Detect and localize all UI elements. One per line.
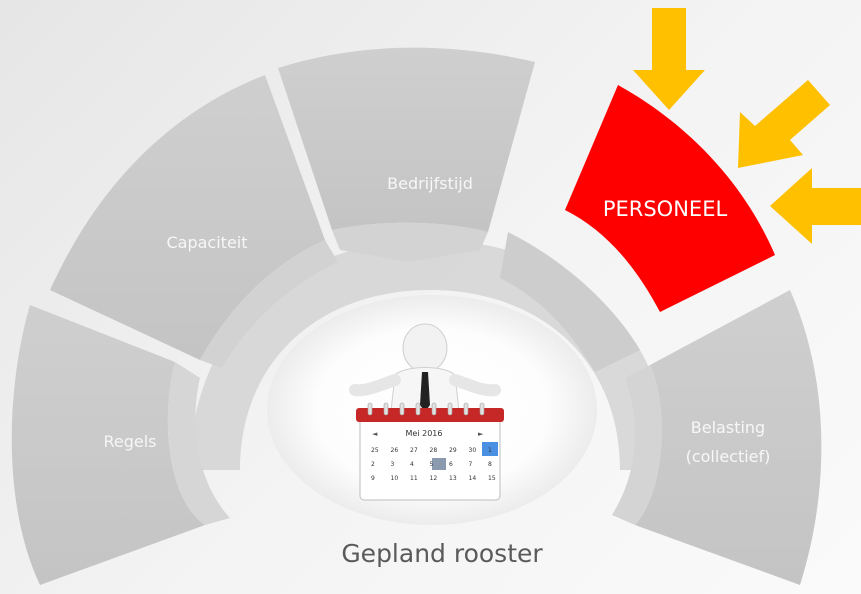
calendar-day: 1 <box>488 447 492 454</box>
calendar-day: 27 <box>410 447 418 454</box>
calendar-day: 13 <box>449 475 457 482</box>
calendar-day: 8 <box>488 461 492 468</box>
svg-text:►: ► <box>478 430 484 438</box>
svg-text:◄: ◄ <box>372 430 378 438</box>
calendar-day: 14 <box>469 475 477 482</box>
segment-label-personeel: PERSONEEL <box>603 197 728 221</box>
calendar-day: 29 <box>449 447 457 454</box>
calendar-day: 2 <box>371 461 375 468</box>
center-title: Gepland rooster <box>341 539 543 568</box>
calendar-day: 3 <box>391 461 395 468</box>
segment-label-belasting-1: Belasting <box>691 418 765 437</box>
calendar-day: 9 <box>371 475 375 482</box>
arrow-icon-top <box>633 8 705 110</box>
segment-label-capaciteit: Capaciteit <box>166 233 247 252</box>
segment-bedrijfstijd[interactable]: Bedrijfstijd <box>278 47 535 262</box>
segment-label-regels: Regels <box>103 432 156 451</box>
segment-personeel[interactable]: PERSONEEL <box>565 85 775 312</box>
calendar-day: 30 <box>469 447 477 454</box>
segment-gap-wedge <box>500 232 640 372</box>
calendar-day: 25 <box>371 447 379 454</box>
calendar-day: 28 <box>430 447 438 454</box>
segment-label-bedrijfstijd: Bedrijfstijd <box>387 174 473 193</box>
calendar-day: 15 <box>488 475 496 482</box>
calendar-day: 11 <box>410 475 418 482</box>
presenter-figure-icon <box>349 323 501 421</box>
arrow-icon-side <box>770 168 861 244</box>
segment-label-belasting-2: (collectief) <box>686 447 771 466</box>
calendar-day: 10 <box>391 475 399 482</box>
calendar-day: 12 <box>430 475 438 482</box>
segment-capaciteit[interactable]: Capaciteit <box>50 75 338 368</box>
calendar-day: 6 <box>449 461 453 468</box>
calendar-day: 5 <box>430 461 434 468</box>
calendar-day: 7 <box>469 461 473 468</box>
calendar-day: 4 <box>410 461 414 468</box>
segment-regels[interactable]: Regels <box>11 305 230 585</box>
segment-belasting[interactable]: Belasting (collectief) <box>612 290 822 585</box>
arrow-icon-diagonal <box>738 80 830 168</box>
calendar-month: Mei 2016 <box>406 429 443 438</box>
calendar-day: 26 <box>391 447 399 454</box>
